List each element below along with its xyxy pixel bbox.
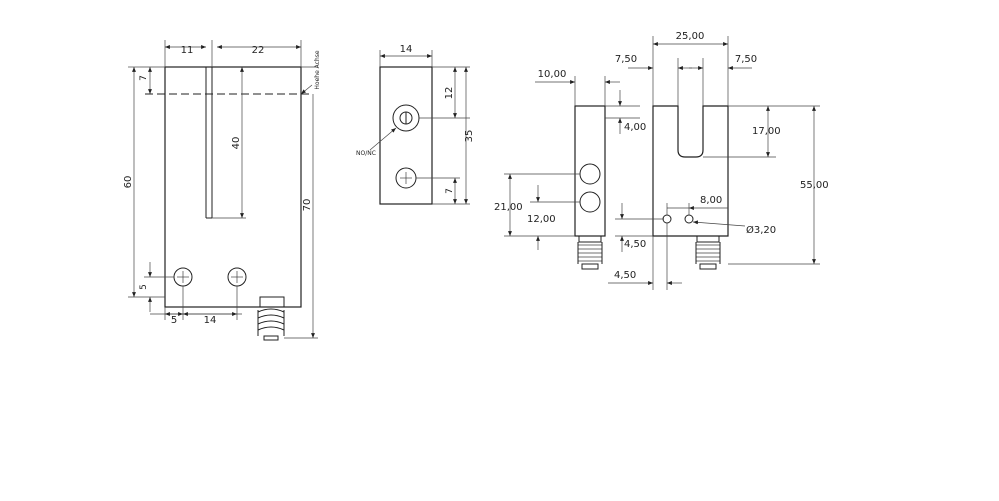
dim-label-4: 4,00 bbox=[624, 122, 646, 133]
dim-label-25: 25,00 bbox=[676, 31, 705, 42]
dim-label-40: 40 bbox=[231, 137, 242, 150]
dim-label-750-right: 7,50 bbox=[735, 54, 757, 65]
dim-label-750-left: 7,50 bbox=[615, 54, 637, 65]
led-indicator bbox=[395, 167, 417, 189]
side-body-outline bbox=[574, 105, 606, 237]
left-body-outline bbox=[164, 66, 302, 308]
dim-label-10: 10,00 bbox=[538, 69, 567, 80]
side-connector bbox=[577, 235, 603, 270]
dim-label-14-mid: 14 bbox=[400, 44, 413, 55]
right-body-outline bbox=[652, 105, 729, 237]
dim-label-22: 22 bbox=[252, 45, 265, 56]
side-led-2 bbox=[579, 191, 601, 213]
dim-label-8: 8,00 bbox=[700, 195, 722, 206]
right-view: 25,00 7,50 7,50 17,00 55,00 8,00 Ø3,20 bbox=[608, 31, 829, 290]
mount-hole-1 bbox=[173, 267, 193, 287]
dim-label-diameter: Ø3,20 bbox=[746, 224, 776, 236]
side-view: 10,00 4,00 21,00 12,00 bbox=[494, 69, 646, 270]
dim-label-450-vert: 4,50 bbox=[624, 239, 646, 250]
dim-label-17: 17,00 bbox=[752, 126, 781, 137]
dim-label-55: 55,00 bbox=[800, 180, 829, 191]
dim-label-450-horiz: 4,50 bbox=[614, 270, 636, 281]
dim-label-7-mid: 7 bbox=[445, 188, 455, 194]
connector-thread bbox=[257, 296, 285, 341]
dim-label-7-top: 7 bbox=[139, 75, 149, 81]
mount-hole-4 bbox=[684, 214, 694, 224]
dim-label-14-bottom: 14 bbox=[204, 315, 217, 326]
dim-label-35: 35 bbox=[464, 130, 475, 143]
mount-hole-2 bbox=[227, 267, 247, 287]
dim-label-70: 70 bbox=[302, 199, 313, 212]
side-led-1 bbox=[579, 163, 601, 185]
dim-label-12-side: 12,00 bbox=[527, 214, 556, 225]
axis-note: Hoehe Achse bbox=[314, 50, 321, 90]
middle-view: 14 NO/NC 12 7 35 bbox=[356, 44, 475, 205]
middle-body-outline bbox=[379, 66, 433, 205]
dim-label-5-bottom: 5 bbox=[171, 315, 177, 326]
label-no-nc: NO/NC bbox=[356, 150, 376, 157]
mount-hole-3 bbox=[662, 214, 672, 224]
dim-label-60: 60 bbox=[123, 176, 134, 189]
dim-label-21: 21,00 bbox=[494, 202, 523, 213]
dim-label-11: 11 bbox=[181, 45, 194, 56]
left-view: 11 22 Hoehe Achse 7 60 5 40 70 bbox=[123, 40, 321, 341]
potentiometer-icon bbox=[392, 104, 420, 132]
dim-label-5-vert: 5 bbox=[139, 284, 149, 290]
dim-label-12-mid: 12 bbox=[444, 87, 455, 100]
right-connector bbox=[695, 235, 721, 270]
